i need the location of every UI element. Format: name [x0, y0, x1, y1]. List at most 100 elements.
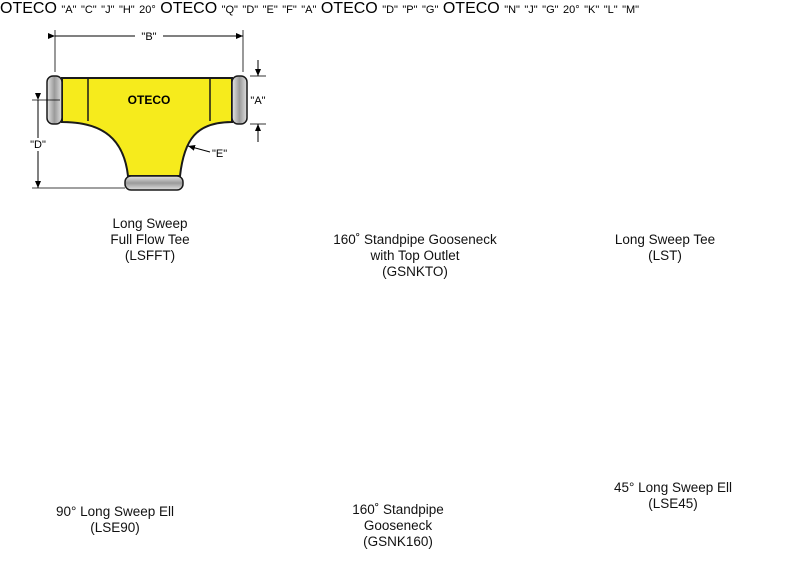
lse45-dim-m-left: "M" — [622, 0, 639, 17]
lst-end-left: OTECO "Q" "D" "E" "F" "A" — [160, 0, 321, 17]
lse90-logo: OTECO — [320, 0, 378, 17]
caption-lsfft: Long Sweep Full Flow Tee (LSFFT) — [90, 216, 210, 264]
caption-line: 160˚ Standpipe — [352, 502, 444, 517]
lsfft-logo: OTECO — [128, 93, 171, 107]
lse90-dim-g-left: "G" — [422, 0, 443, 17]
lsfft-dim-e: "E" — [212, 148, 227, 160]
lse90-end-bottom: OTECO "D" "P" "G" — [321, 0, 443, 17]
gsnk160-logo: OTECO — [442, 0, 500, 17]
gsnkto-end-left: OTECO "A" "C" "J" "H" 20° — [0, 0, 160, 17]
caption-line: Long Sweep Tee — [614, 232, 716, 247]
caption-line: with Top Outlet — [370, 248, 460, 263]
gsnk160-band-right: OTECO "N" "J" "G" 20° — [443, 0, 584, 17]
caption-line: Full Flow Tee — [110, 232, 190, 247]
lse45-dim-l: "L" — [603, 4, 618, 16]
lst-dim-e-leader: "E" "F" "A" — [263, 0, 321, 17]
lst-dim-f: "F" — [282, 4, 297, 16]
lse45-dim-m-right: "M" — [622, 0, 639, 17]
lse45-dim-l-top: "L" "M" — [604, 0, 639, 17]
caption-line: (GSNKTO) — [382, 264, 448, 279]
caption-lse45: 45° Long Sweep Ell (LSE45) — [588, 480, 758, 512]
caption-line: 90° Long Sweep Ell — [56, 504, 174, 519]
lst-band-right: OTECO "Q" "D" "E" "F" "A" — [160, 0, 321, 17]
lse90-band-bottom: OTECO "D" "P" "G" — [321, 0, 443, 17]
gsnkto-logo: OTECO — [0, 0, 57, 17]
lse45-dim-k-bottom: "K" "L" "M" — [584, 0, 639, 17]
gsnkto-end-right: OTECO "A" "C" "J" "H" 20° — [0, 0, 160, 17]
gsnkto-end-bottom: OTECO "A" "C" "J" "H" 20° — [0, 0, 160, 17]
lsfft-dim-b: "B" — [141, 31, 156, 43]
gsnkto-dim-c: "C" — [80, 4, 97, 16]
gsnk160-dim-j: "J" — [524, 4, 538, 16]
gsnk160-dim-g: "G" — [542, 4, 559, 16]
lse90-dim-p: "P" — [402, 4, 418, 16]
lst-body: OTECO "Q" "D" "E" "F" "A" — [160, 0, 321, 17]
lst-dim-q-line: "Q" "D" "E" "F" "A" — [222, 0, 321, 17]
gsnkto-band-left: OTECO "A" "C" "J" "H" 20° — [0, 0, 160, 17]
lse90-end-right: OTECO "D" "P" "G" — [321, 0, 443, 17]
lst-dim-a: "A" — [301, 4, 317, 16]
gsnkto-body: OTECO "A" "C" "J" "H" 20° — [0, 0, 160, 17]
caption-lst: Long Sweep Tee (LST) — [590, 232, 740, 264]
lse45-end-bottom: "K" "L" "M" — [584, 0, 639, 17]
gsnk160-angle-ref: 20° — [563, 0, 584, 17]
caption-line: 160˚ Standpipe Gooseneck — [333, 232, 497, 247]
gsnkto-dim-angle: 20° — [139, 4, 156, 16]
lst-dim-d: "D" — [242, 4, 259, 16]
lse90-dim-d: "D" — [382, 4, 398, 16]
fitting-lse45: "K" "L" "M" — [584, 0, 639, 17]
lse90-body: OTECO "D" "P" "G" — [321, 0, 443, 17]
gsnkto-dim-a-line: "A" "C" "J" "H" 20° — [61, 0, 160, 17]
gsnkto-band-right: OTECO "A" "C" "J" "H" 20° — [0, 0, 160, 17]
gsnk160-end-right: OTECO "N" "J" "G" 20° — [443, 0, 584, 17]
gsnk160-dim-n-leader: "N" "J" "G" 20° — [504, 0, 584, 17]
gsnk160-dim-angle: 20° — [563, 4, 580, 16]
gsnkto-dim-h-leader: "H" 20° — [119, 0, 160, 17]
lsfft-dim-a: "A" — [250, 95, 265, 107]
lse45-end-top: "K" "L" "M" — [584, 0, 639, 17]
fitting-gsnk160: OTECO "N" "J" "G" 20° — [443, 0, 584, 17]
caption-line: (LSE45) — [648, 496, 698, 511]
caption-line: (LSFFT) — [124, 248, 176, 263]
gsnk160-dim-g-right: "G" 20° — [542, 0, 584, 17]
gsnkto-dim-j: "J" — [101, 4, 115, 16]
lsfft-end-right — [231, 75, 248, 125]
gsnkto-dim-j-line: "J" "H" 20° — [101, 0, 160, 17]
caption-line: Long Sweep — [112, 216, 188, 231]
gsnkto-dim-a: "A" — [61, 4, 77, 16]
caption-lse90: 90° Long Sweep Ell (LSE90) — [30, 504, 200, 536]
gsnk160-band-left: OTECO "N" "J" "G" 20° — [443, 0, 584, 17]
gsnk160-body: OTECO "N" "J" "G" 20° — [443, 0, 584, 17]
lsfft-end-bottom — [124, 175, 184, 191]
fitting-lst: OTECO "Q" "D" "E" "F" "A" — [160, 0, 321, 17]
lse90-dim-p-leader: "P" "G" — [402, 0, 442, 17]
lst-band-left: OTECO "Q" "D" "E" "F" "A" — [160, 0, 321, 17]
lst-end-right: OTECO "Q" "D" "E" "F" "A" — [160, 0, 321, 17]
caption-line: (GSNK160) — [363, 534, 433, 549]
caption-line: (LST) — [648, 248, 682, 263]
caption-line: (LSE90) — [90, 520, 140, 535]
lse45-dim-m: "M" — [622, 4, 640, 16]
lse45-mark: "K" "L" "M" — [584, 0, 639, 17]
gsnkto-angle-arc: 20° — [139, 0, 160, 17]
lst-dim-f-left: "F" "A" — [282, 0, 321, 17]
lst-dim-d-line: "D" "E" "F" "A" — [242, 0, 320, 17]
gsnkto-dim-h: "H" — [118, 4, 135, 16]
lse90-band-right: OTECO "D" "P" "G" — [321, 0, 443, 17]
caption-gsnk160: 160˚ Standpipe Gooseneck (GSNK160) — [318, 502, 478, 550]
lse90-dim-g: "G" — [422, 4, 439, 16]
lst-band-bottom: OTECO "Q" "D" "E" "F" "A" — [160, 0, 321, 17]
lsfft-dim-d: "D" — [30, 139, 46, 151]
caption-line: 45° Long Sweep Ell — [614, 480, 732, 495]
fitting-lsfft: OTECO "B" "A" "D" "E" — [25, 29, 266, 191]
lst-end-bottom: OTECO "Q" "D" "E" "F" "A" — [160, 0, 321, 17]
lst-dim-a-line: "A" — [301, 0, 321, 17]
lsfft-dim-e-leader — [187, 144, 211, 153]
lst-dim-e: "E" — [262, 4, 278, 16]
lse45-dim-k: "K" — [584, 4, 600, 16]
lst-dim-q: "Q" — [221, 4, 238, 16]
gsnkto-dim-c-line: "C" "J" "H" 20° — [81, 0, 160, 17]
gsnkto-angle-ref: 20° — [139, 0, 160, 17]
lse90-dim-d-line: "D" "P" "G" — [382, 0, 443, 17]
